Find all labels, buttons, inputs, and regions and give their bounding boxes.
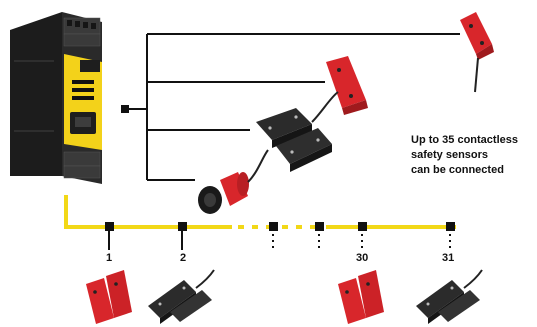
- red-sensor-node-30-icon: [338, 270, 384, 324]
- node-label-30: 30: [356, 252, 369, 264]
- capacity-note-line2: safety sensors: [411, 149, 489, 161]
- node-label-2: 2: [180, 252, 187, 264]
- bus-nodes: [105, 222, 455, 231]
- node-label-31: 31: [442, 252, 455, 264]
- red-sensor-middle-icon: [326, 56, 368, 115]
- black-magnetic-sensor-icon: [256, 91, 339, 172]
- red-sensor-node-1-icon: [86, 270, 132, 324]
- sensor-branch-lines: [146, 33, 460, 181]
- capacity-note-line3: can be connected: [411, 164, 504, 176]
- capacity-note-line1: Up to 35 contactless: [411, 134, 518, 146]
- safety-controller-icon: [10, 12, 102, 184]
- cylindrical-sensor-icon: [198, 149, 269, 214]
- red-sensor-top-icon: [460, 12, 494, 93]
- black-sensor-node-31-icon: [416, 269, 483, 324]
- connector-block: [121, 105, 129, 113]
- black-sensor-node-2-icon: [148, 269, 215, 324]
- node-label-1: 1: [106, 252, 113, 264]
- capacity-note: Up to 35 contactless safety sensors can …: [411, 133, 533, 178]
- drop-lines: [108, 231, 183, 250]
